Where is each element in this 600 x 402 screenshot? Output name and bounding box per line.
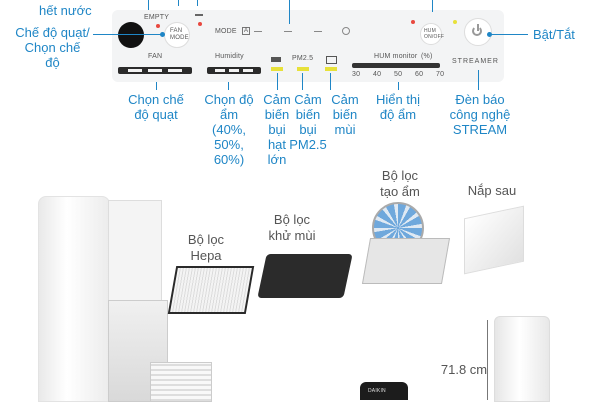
hum-unit-label: (%) (421, 53, 433, 60)
hum-monitor-label: HUM monitor (374, 53, 418, 60)
humid-filter-tray-image (361, 238, 451, 284)
stream-led (453, 20, 457, 24)
label-deodor-filter: Bộ lọc khử mùi (268, 212, 316, 243)
pm25-label: PM2.5 (292, 55, 314, 62)
pm25-led (297, 67, 309, 71)
lock-led (198, 22, 202, 26)
leader-line (156, 82, 157, 90)
callout-dust-sensor: Cảm biến bụi hạt lớn (263, 92, 291, 167)
leader-line (432, 0, 433, 12)
leader-line (289, 0, 290, 24)
callout-water-empty: hết nước (39, 3, 92, 18)
callout-fan-select: Chọn chế độ quạt (128, 92, 184, 122)
callout-humidity-display: Hiển thị độ ẩm (375, 92, 421, 122)
leader-line (398, 82, 399, 90)
leader-line (490, 34, 528, 35)
hum-monitor-bar (352, 63, 440, 68)
leader-line (178, 0, 179, 6)
leader-dot (487, 32, 492, 37)
mode-circle-icon (342, 27, 350, 35)
purifier-door-image (108, 200, 162, 302)
leader-line (478, 70, 479, 90)
mode-auto-icon: A (242, 27, 251, 35)
leader-line (302, 73, 303, 90)
hum-scale: 30 40 50 60 70 (352, 71, 452, 80)
water-tank-button[interactable] (118, 22, 144, 48)
humidity-label: Humidity (215, 53, 244, 60)
callout-odor-sensor: Cảm biến mùi (331, 92, 359, 137)
streamer-label: STREAMER (452, 58, 499, 65)
mode-icons[interactable] (254, 27, 364, 35)
mode-separator-icon (284, 31, 292, 32)
label-humid-filter: Bộ lọc tạo ẩm (380, 168, 420, 199)
hum-scale-tick: 30 (352, 71, 361, 78)
hepa-filter-image (167, 266, 255, 314)
purifier-front-image (494, 316, 550, 402)
hum-onoff-button[interactable]: HUM ON/OFF (420, 23, 445, 45)
deodor-filter-image (257, 254, 353, 298)
hum-scale-tick: 40 (373, 71, 382, 78)
hum-scale-tick: 50 (394, 71, 403, 78)
leader-line (148, 0, 149, 10)
height-label: 71.8 cm (440, 362, 488, 377)
fan-mode-label: FAN MODE (170, 28, 189, 41)
power-icon-stem (477, 24, 479, 31)
leader-line (93, 34, 161, 35)
dust-led (271, 67, 283, 71)
leader-line (228, 82, 229, 90)
child-lock-icon (195, 14, 203, 21)
hum-led (411, 20, 415, 24)
label-back-cover: Nắp sau (467, 183, 517, 198)
empty-led (156, 24, 160, 28)
callout-fan-mode: Chế độ quạt/ Chọn chế độ (15, 25, 90, 70)
label-hepa-filter: Bộ lọc Hepa (187, 232, 225, 263)
power-icon (472, 26, 482, 36)
purifier-grille-image (150, 362, 212, 402)
leader-line (330, 73, 331, 90)
leader-dot (160, 32, 165, 37)
hum-onoff-label: HUM ON/OFF (424, 28, 445, 40)
odor-sensor-icon (326, 56, 337, 64)
callout-pm25-sensor: Cảm biến bụi PM2.5 (289, 92, 327, 152)
callout-streamer: Đèn báo công nghệ STREAM (449, 92, 511, 137)
mode-separator-icon (314, 31, 322, 32)
back-cover-image (464, 205, 524, 275)
mode-separator-icon (254, 31, 262, 32)
leader-line (197, 0, 198, 6)
fan-label: FAN (148, 53, 163, 60)
dust-sensor-icon (271, 57, 281, 62)
hum-scale-tick: 60 (415, 71, 424, 78)
fan-mode-button[interactable]: FAN MODE (164, 22, 190, 48)
remote-brand-label: DAIKIN (368, 388, 386, 394)
fan-bar[interactable] (118, 67, 192, 74)
remote-control-image (360, 382, 408, 400)
callout-power: Bật/Tắt (533, 27, 575, 42)
leader-line (277, 73, 278, 90)
callout-humidity-select: Chọn độ ẩm (40%, 50%, 60%) (204, 92, 254, 167)
odor-led (325, 67, 337, 71)
empty-label: EMPTY (144, 14, 170, 21)
purifier-unit-image (38, 196, 110, 402)
control-panel: EMPTY FAN MODE MODE A HUM ON/OFF FAN Hum… (112, 10, 504, 82)
humidity-bar[interactable] (207, 67, 261, 74)
mode-label: MODE (215, 28, 237, 35)
hum-scale-tick: 70 (436, 71, 445, 78)
height-dimension-line (487, 320, 488, 400)
